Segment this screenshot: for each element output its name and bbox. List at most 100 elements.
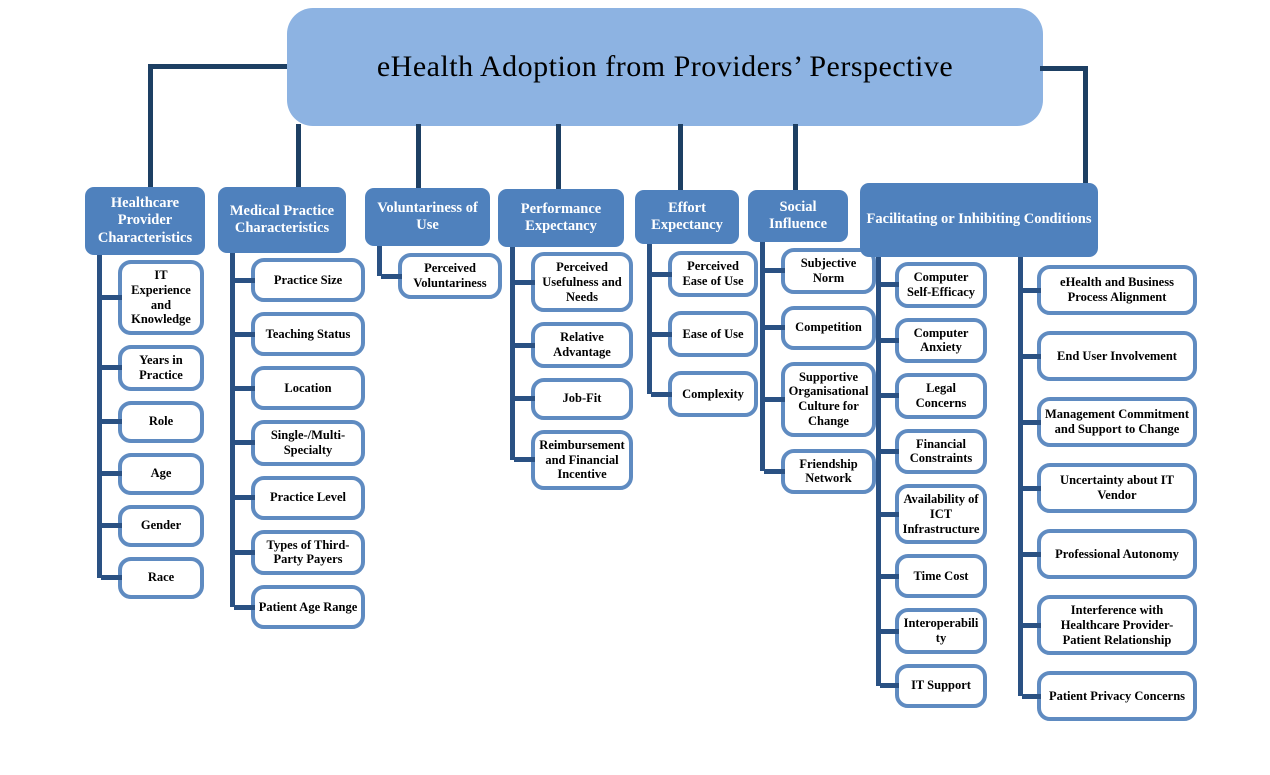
category-label: Effort Expectancy <box>651 199 723 233</box>
connector-drop-2 <box>296 124 301 190</box>
connector-drop-4 <box>556 124 561 192</box>
node-types-of-third-party-payers: Types of Third-Party Payers <box>234 529 365 575</box>
node-financial-constraints: Financial Constraints <box>880 428 987 474</box>
tree-item: Professional Autonomy <box>1018 521 1197 587</box>
node-ease-of-use: Ease of Use <box>651 311 758 357</box>
node-label: Teaching Status <box>265 326 351 341</box>
tree-item: End User Involvement <box>1018 323 1197 389</box>
category-label: Healthcare Provider Characteristics <box>97 195 193 246</box>
node-label: Gender <box>140 518 182 533</box>
tree-item: Availability of ICT Infrastructure <box>876 479 987 550</box>
node-label: Legal Concerns <box>915 381 967 410</box>
node-label: Supportive Organisational Culture for Ch… <box>788 369 869 428</box>
category-header-facilitating-or-inhibiting-conditions: Facilitating or Inhibiting Conditions <box>860 183 1098 257</box>
connector-left-vertical <box>148 64 153 190</box>
node-label: Practice Level <box>270 490 346 505</box>
tree-item: eHealth and Business Process Alignment <box>1018 257 1197 323</box>
node-label: Perceived Usefulness and Needs <box>542 260 622 304</box>
category-header-social-influence: Social Influence <box>748 190 848 242</box>
tree-item: Reimbursement and Financial Incentive <box>510 424 633 495</box>
node-location: Location <box>234 366 365 410</box>
tree-item: Gender <box>97 499 204 552</box>
node-label: Uncertainty about IT Vendor <box>1060 473 1174 502</box>
node-ehealth-and-business-process-alignment: eHealth and Business Process Alignment <box>1022 265 1197 315</box>
connector-left-horizontal <box>148 64 287 69</box>
tree-item: Financial Constraints <box>876 423 987 480</box>
node-label: Reimbursement and Financial Incentive <box>539 437 625 482</box>
node-label: Race <box>147 570 175 585</box>
tree-item: Legal Concerns <box>876 368 987 424</box>
node-it-experience-and-knowledge: IT Experience and Knowledge <box>101 260 204 335</box>
node-end-user-involvement: End User Involvement <box>1022 331 1197 381</box>
node-complexity: Complexity <box>651 371 758 417</box>
tree-item: Subjective Norm <box>760 242 876 300</box>
tree-item: IT Experience and Knowledge <box>97 255 204 340</box>
category-label: Voluntariness of Use <box>377 199 478 233</box>
tree-item: Perceived Ease of Use <box>647 244 758 304</box>
node-interoperability: Interoperability <box>880 608 987 654</box>
node-label: Friendship Network <box>799 456 858 486</box>
tree-item: Computer Self-Efficacy <box>876 257 987 313</box>
category-header-performance-expectancy: Performance Expectancy <box>498 189 624 247</box>
node-practice-size: Practice Size <box>234 258 365 302</box>
node-label: Subjective Norm <box>800 256 857 285</box>
category-header-medical-practice-characteristics: Medical Practice Characteristics <box>218 187 346 253</box>
tree-item: Perceived Usefulness and Needs <box>510 247 633 318</box>
node-relative-advantage: Relative Advantage <box>514 322 633 368</box>
tree-item: Perceived Voluntariness <box>377 246 502 306</box>
connector-drop-6 <box>793 124 798 193</box>
node-label: Perceived Ease of Use <box>682 259 744 288</box>
tree-item: Types of Third-Party Payers <box>230 524 365 581</box>
connector-right-vertical <box>1083 66 1088 186</box>
tree-item: Supportive Organisational Culture for Ch… <box>760 355 876 443</box>
tree-item: Competition <box>760 299 876 356</box>
node-patient-age-range: Patient Age Range <box>234 585 365 629</box>
node-label: Ease of Use <box>682 326 744 341</box>
node-patient-privacy-concerns: Patient Privacy Concerns <box>1022 671 1197 722</box>
node-label: Types of Third-Party Payers <box>266 537 350 567</box>
node-label: Patient Age Range <box>258 599 358 614</box>
node-label: Practice Size <box>273 272 343 287</box>
node-perceived-voluntariness: Perceived Voluntariness <box>381 253 502 299</box>
node-years-in-practice: Years in Practice <box>101 345 204 391</box>
node-practice-level: Practice Level <box>234 475 365 520</box>
node-label: Years in Practice <box>139 353 183 382</box>
node-label: Competition <box>795 320 862 335</box>
node-job-fit: Job-Fit <box>514 377 633 420</box>
node-label: End User Involvement <box>1057 348 1177 363</box>
tree-item: Patient Privacy Concerns <box>1018 663 1197 729</box>
node-label: Computer Anxiety <box>913 325 969 355</box>
node-single-multi-specialty: Single-/Multi-Specialty <box>234 420 365 466</box>
node-label: Management Commitment and Support to Cha… <box>1044 407 1190 436</box>
tree-item: Age <box>97 447 204 500</box>
tree-item: Interoperability <box>876 603 987 659</box>
category-header-healthcare-provider-characteristics: Healthcare Provider Characteristics <box>85 187 205 255</box>
category-header-effort-expectancy: Effort Expectancy <box>635 190 739 244</box>
node-interference-with-healthcare-provider-patient-relationship: Interference with Healthcare Provider-Pa… <box>1022 595 1197 656</box>
node-race: Race <box>101 556 204 599</box>
node-label: IT Experience and Knowledge <box>131 268 191 327</box>
diagram-title: eHealth Adoption from Providers’ Perspec… <box>376 50 954 83</box>
node-label: Age <box>150 466 172 481</box>
node-uncertainty-about-it-vendor: Uncertainty about IT Vendor <box>1022 463 1197 513</box>
tree-item: Friendship Network <box>760 442 876 501</box>
node-time-cost: Time Cost <box>880 554 987 599</box>
node-label: Location <box>284 380 332 395</box>
node-perceived-ease-of-use: Perceived Ease of Use <box>651 251 758 297</box>
tree-item: Race <box>97 551 204 604</box>
tree-item: Complexity <box>647 364 758 424</box>
node-label: Job-Fit <box>562 391 602 406</box>
tree-item: Interference with Healthcare Provider-Pa… <box>1018 587 1197 664</box>
category-label: Medical Practice Characteristics <box>229 202 335 236</box>
tree-item: Relative Advantage <box>510 317 633 373</box>
node-role: Role <box>101 400 204 443</box>
connector-drop-5 <box>678 124 683 193</box>
tree-item: Location <box>230 361 365 415</box>
tree-item: Practice Level <box>230 470 365 525</box>
node-label: Time Cost <box>913 568 969 583</box>
